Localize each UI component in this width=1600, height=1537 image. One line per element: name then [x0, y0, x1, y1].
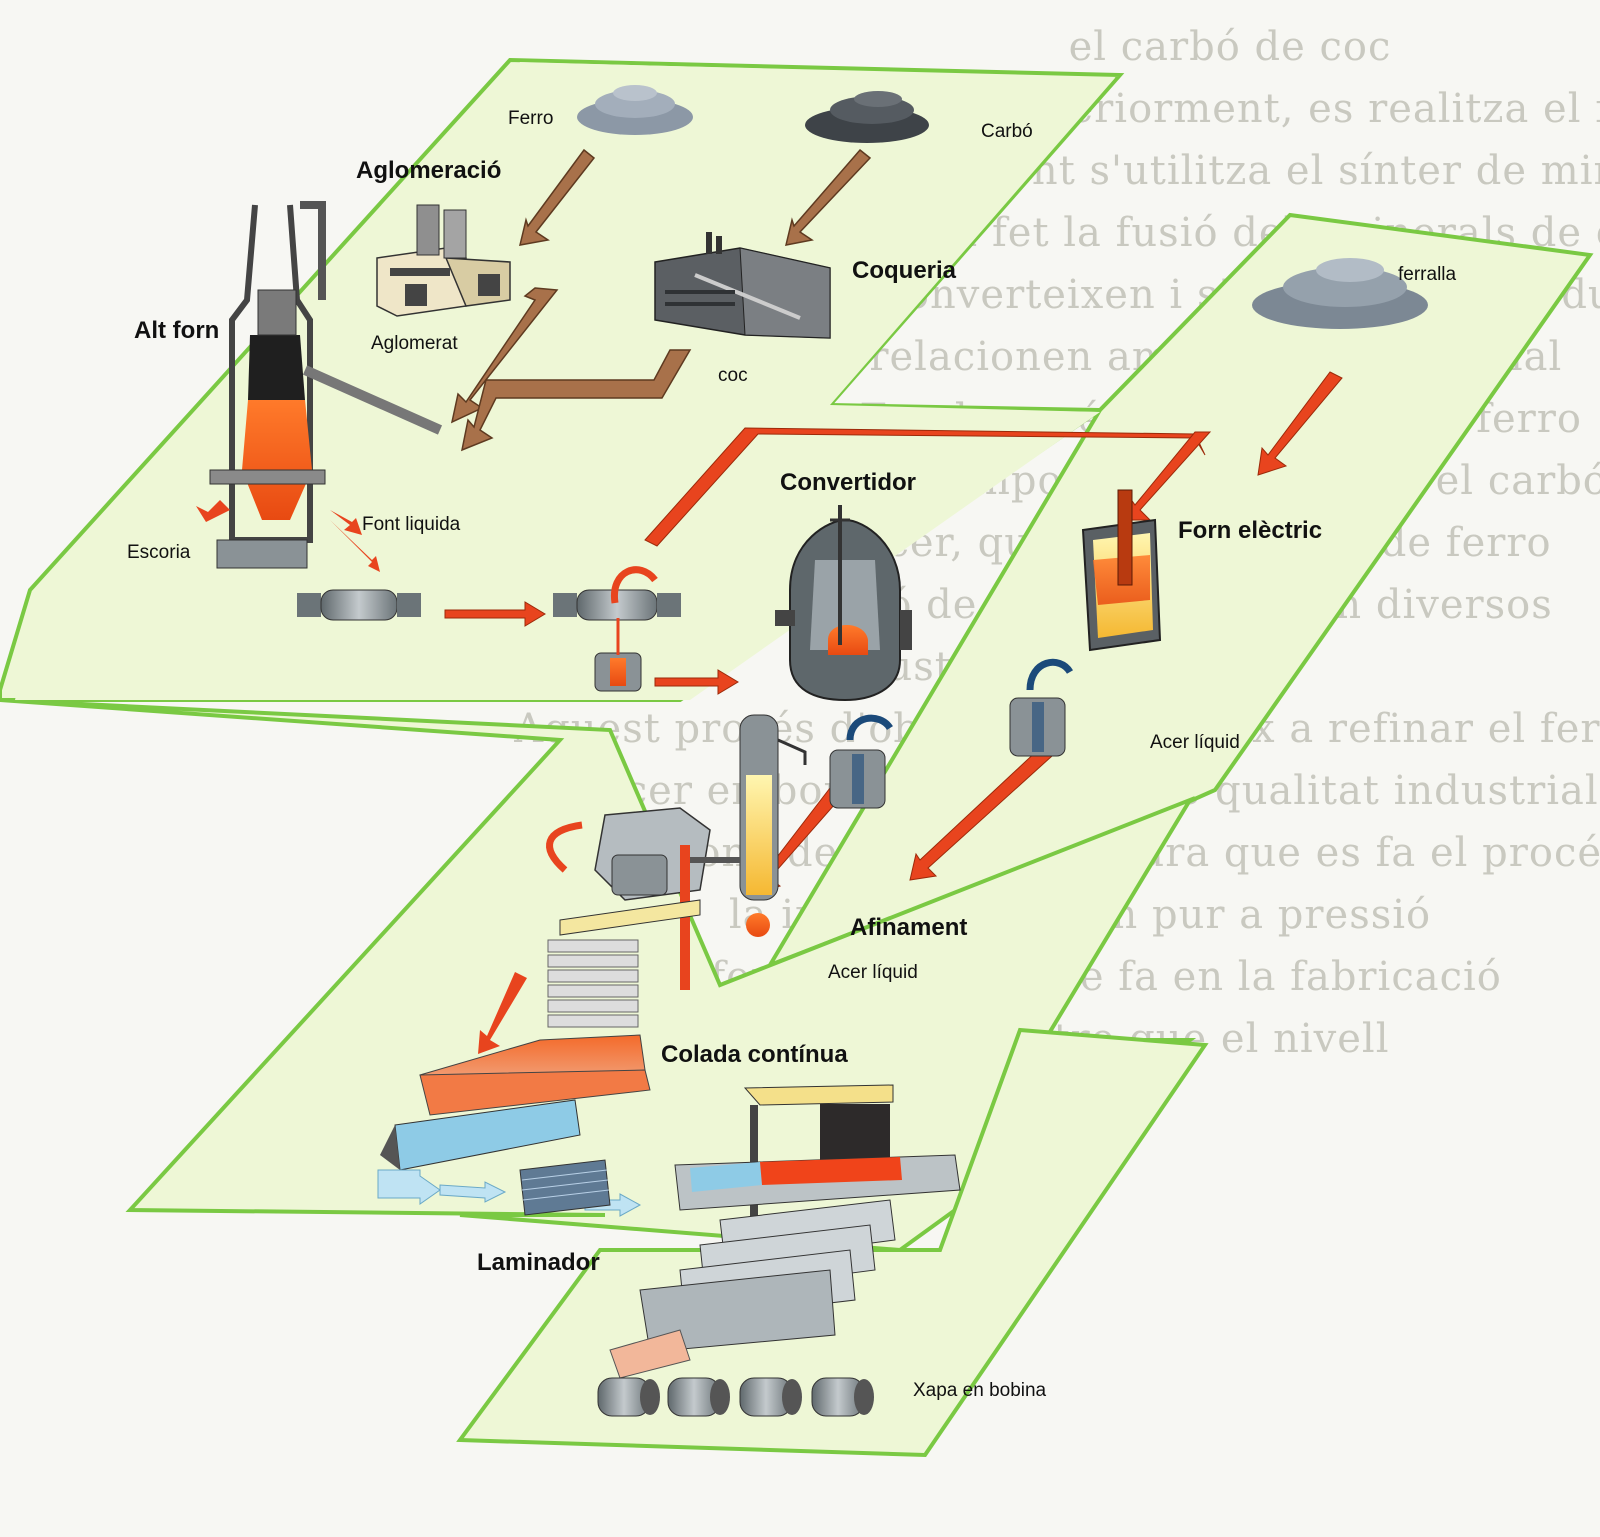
label-coqueria: Coqueria — [852, 257, 957, 284]
label-ferralla: ferralla — [1398, 264, 1457, 285]
flow-arrows-lower — [478, 972, 527, 1054]
label-carbo: Carbó — [981, 121, 1033, 142]
electric-furnace-icon — [1081, 489, 1162, 652]
label-forn-electric: Forn elèctric — [1178, 517, 1322, 544]
coke-plant-icon — [654, 232, 831, 339]
label-acer-liquid-right: Acer líquid — [1150, 732, 1240, 753]
steel-coil-icon — [811, 1377, 874, 1417]
torpedo-car-icon — [553, 589, 681, 621]
rolling-mill-icon — [609, 1084, 961, 1379]
sinter-plant-icon — [376, 204, 511, 317]
iron-ore-pile-icon — [577, 85, 693, 135]
steel-coil-icon — [597, 1377, 660, 1417]
label-colada-continua: Colada contínua — [661, 1041, 848, 1068]
steel-coil-icon — [739, 1377, 802, 1417]
ladle-icon — [594, 618, 642, 692]
label-aglomeracio: Aglomeració — [356, 157, 501, 184]
slab-strand-icon — [380, 939, 651, 1171]
continuous-caster-icon — [559, 807, 740, 990]
tundish-icon — [739, 714, 807, 937]
label-coc: coc — [718, 365, 748, 386]
steel-coil-icon — [667, 1377, 730, 1417]
torpedo-car-icon — [297, 589, 421, 621]
label-laminador: Laminador — [477, 1249, 600, 1276]
converter-icon — [775, 505, 912, 702]
label-convertidor: Convertidor — [780, 469, 916, 496]
label-font-liquida: Font liquida — [362, 514, 461, 535]
label-escoria: Escoria — [127, 542, 191, 563]
blast-furnace-icon — [209, 201, 443, 569]
tap-arrows — [196, 500, 380, 572]
scrap-pile-icon — [1252, 258, 1428, 329]
coal-pile-icon — [805, 91, 929, 143]
label-aglomerat: Aglomerat — [371, 333, 458, 354]
light-arrows — [377, 1169, 642, 1217]
label-xapa-en-bobina: Xapa en bobina — [913, 1380, 1047, 1401]
feed-arrows — [450, 148, 872, 452]
slab-icon — [519, 1159, 611, 1216]
tilt-arrows — [546, 566, 1074, 873]
label-ferro: Ferro — [508, 108, 553, 129]
label-afinament: Afinament — [850, 914, 967, 941]
label-acer-liquid-center: Acer líquid — [828, 962, 918, 983]
ladle-icon — [1009, 697, 1066, 757]
label-alt-forn: Alt forn — [134, 317, 219, 344]
ladle-icon — [829, 749, 886, 809]
background-text-line: el carbó de coc — [1069, 24, 1392, 70]
